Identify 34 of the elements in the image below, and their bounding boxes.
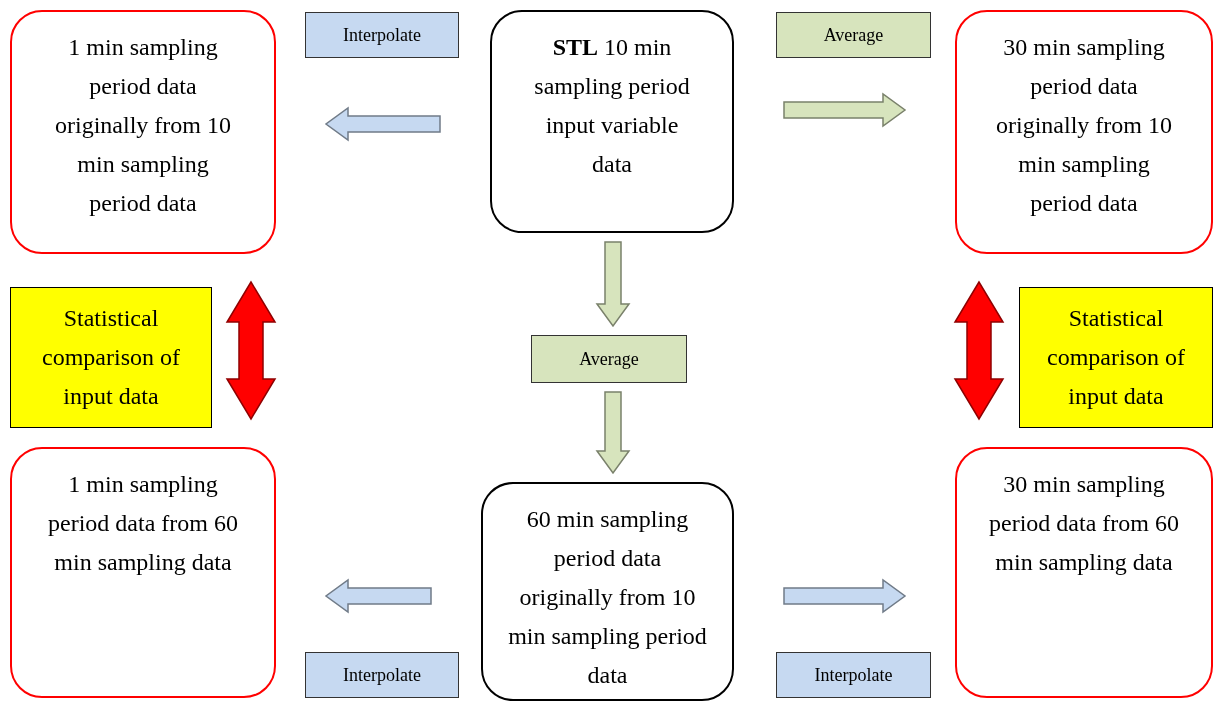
node-text: 30 min sampling period data originally from 10 min sampling period data bbox=[995, 33, 1173, 218]
data-box bbox=[955, 10, 1213, 254]
data-box bbox=[481, 482, 734, 701]
data-box bbox=[10, 10, 276, 254]
block-arrow bbox=[595, 391, 631, 475]
node-text: 1 min sampling period data from 60 min sampling data bbox=[47, 470, 239, 577]
block-arrow bbox=[324, 106, 441, 142]
data-box bbox=[490, 10, 734, 233]
step-label-box bbox=[305, 12, 459, 58]
step-label-box bbox=[305, 652, 459, 698]
node-text: 30 min sampling period data from 60 min sampling data bbox=[989, 470, 1179, 577]
block-arrow bbox=[953, 280, 1005, 421]
block-arrow bbox=[324, 578, 432, 614]
node-text: 1 min sampling period data originally from 10 min sampling period data bbox=[54, 33, 232, 218]
comparison-box bbox=[1019, 287, 1213, 428]
node-text: 60 min sampling period data originally from 10 min sampling period data bbox=[507, 505, 708, 690]
node-text: Average bbox=[823, 24, 884, 46]
block-arrow bbox=[595, 241, 631, 328]
block-arrow bbox=[783, 578, 907, 614]
step-label-box bbox=[531, 335, 687, 383]
data-box bbox=[955, 447, 1213, 698]
comparison-box bbox=[10, 287, 212, 428]
block-arrow bbox=[783, 92, 907, 128]
node-text: Interpolate bbox=[343, 664, 421, 686]
block-arrow bbox=[225, 280, 277, 421]
node-text: Average bbox=[579, 348, 639, 370]
node-text: Statistical comparison of input data bbox=[41, 304, 181, 411]
node-text: Statistical comparison of input data bbox=[1046, 304, 1186, 411]
node-text: Interpolate bbox=[814, 664, 893, 686]
data-box bbox=[10, 447, 276, 698]
step-label-box bbox=[776, 652, 931, 698]
node-text: STL 10 min sampling period input variable data bbox=[533, 33, 691, 179]
node-text: Interpolate bbox=[343, 24, 421, 46]
step-label-box bbox=[776, 12, 931, 58]
